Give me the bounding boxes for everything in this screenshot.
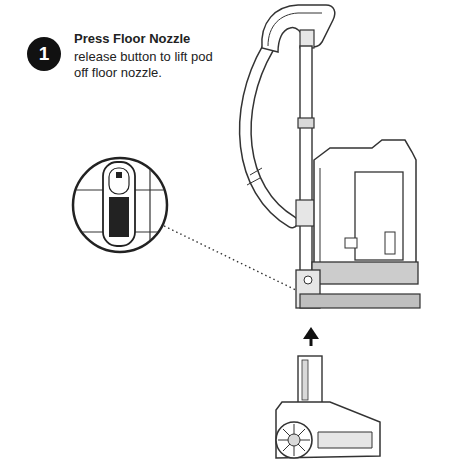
nozzle-head xyxy=(276,402,380,458)
inset-detail xyxy=(70,160,170,255)
wand-joint xyxy=(298,118,314,128)
dust-cup-window xyxy=(355,172,403,260)
handle-grip xyxy=(262,5,335,52)
release-button xyxy=(304,276,312,284)
leader-line xyxy=(160,224,300,292)
arrow-head xyxy=(303,327,319,339)
wheel-spokes xyxy=(278,424,310,456)
inset-panel-line xyxy=(149,160,150,255)
pod-foot xyxy=(300,294,420,308)
pod-body xyxy=(314,140,416,282)
pod-latch xyxy=(345,238,357,248)
wand-tube xyxy=(300,46,312,286)
callout-number: 1 xyxy=(27,37,61,71)
nozzle-neck-detail xyxy=(302,360,308,400)
pod-base xyxy=(312,262,418,284)
pod-seam xyxy=(320,168,321,270)
instruction-text: release button to lift pod off floor noz… xyxy=(74,49,216,81)
hose-cuff xyxy=(247,168,262,185)
wand-joint xyxy=(296,200,316,226)
nozzle-neck xyxy=(298,356,322,404)
inset-button-icon xyxy=(109,168,129,194)
zoom-inset xyxy=(73,158,167,252)
inset-lock-icon xyxy=(116,172,122,178)
inset-button-face xyxy=(109,197,129,237)
nozzle-wheel xyxy=(276,422,312,458)
hose-fill xyxy=(245,48,292,222)
nozzle-brushroll-cover xyxy=(318,432,372,448)
instruction-heading: Press Floor Nozzle xyxy=(74,31,244,47)
inset-button-housing xyxy=(103,162,135,246)
circle-fill xyxy=(27,37,61,71)
dust-cup-marker xyxy=(385,232,395,254)
hose-outline xyxy=(245,48,292,222)
step-number-circle: 1 xyxy=(27,37,61,71)
